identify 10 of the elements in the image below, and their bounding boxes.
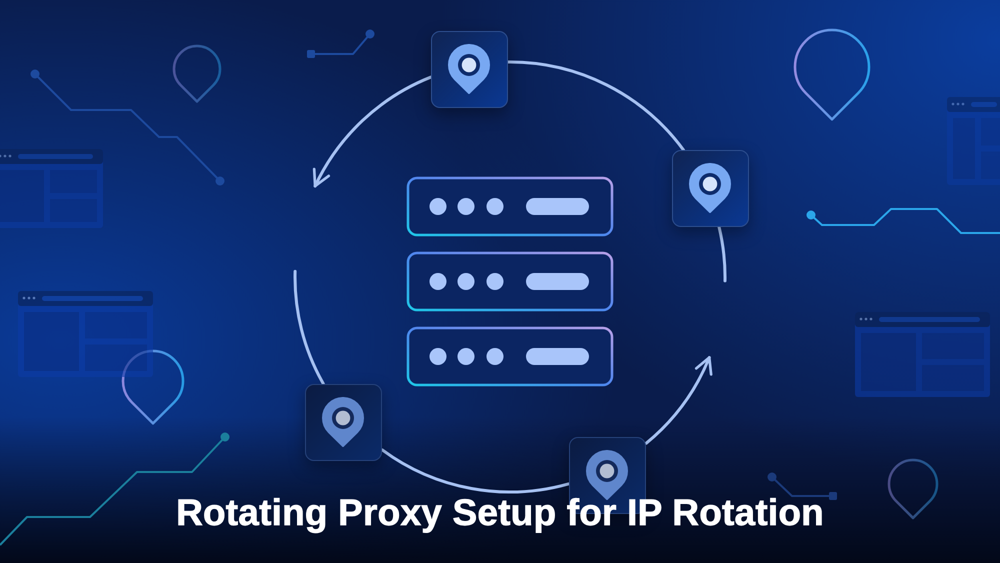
arc-line — [506, 60, 685, 152]
arc-line — [718, 226, 726, 282]
location-tile — [431, 31, 508, 108]
arc-line — [380, 448, 570, 494]
curved-arrow — [314, 76, 432, 188]
location-tile — [672, 150, 749, 227]
title: Rotating Proxy Setup for IP Rotation — [176, 491, 824, 535]
curved-arrow — [644, 356, 712, 445]
location-tile — [305, 384, 382, 461]
arc-line — [294, 270, 325, 386]
